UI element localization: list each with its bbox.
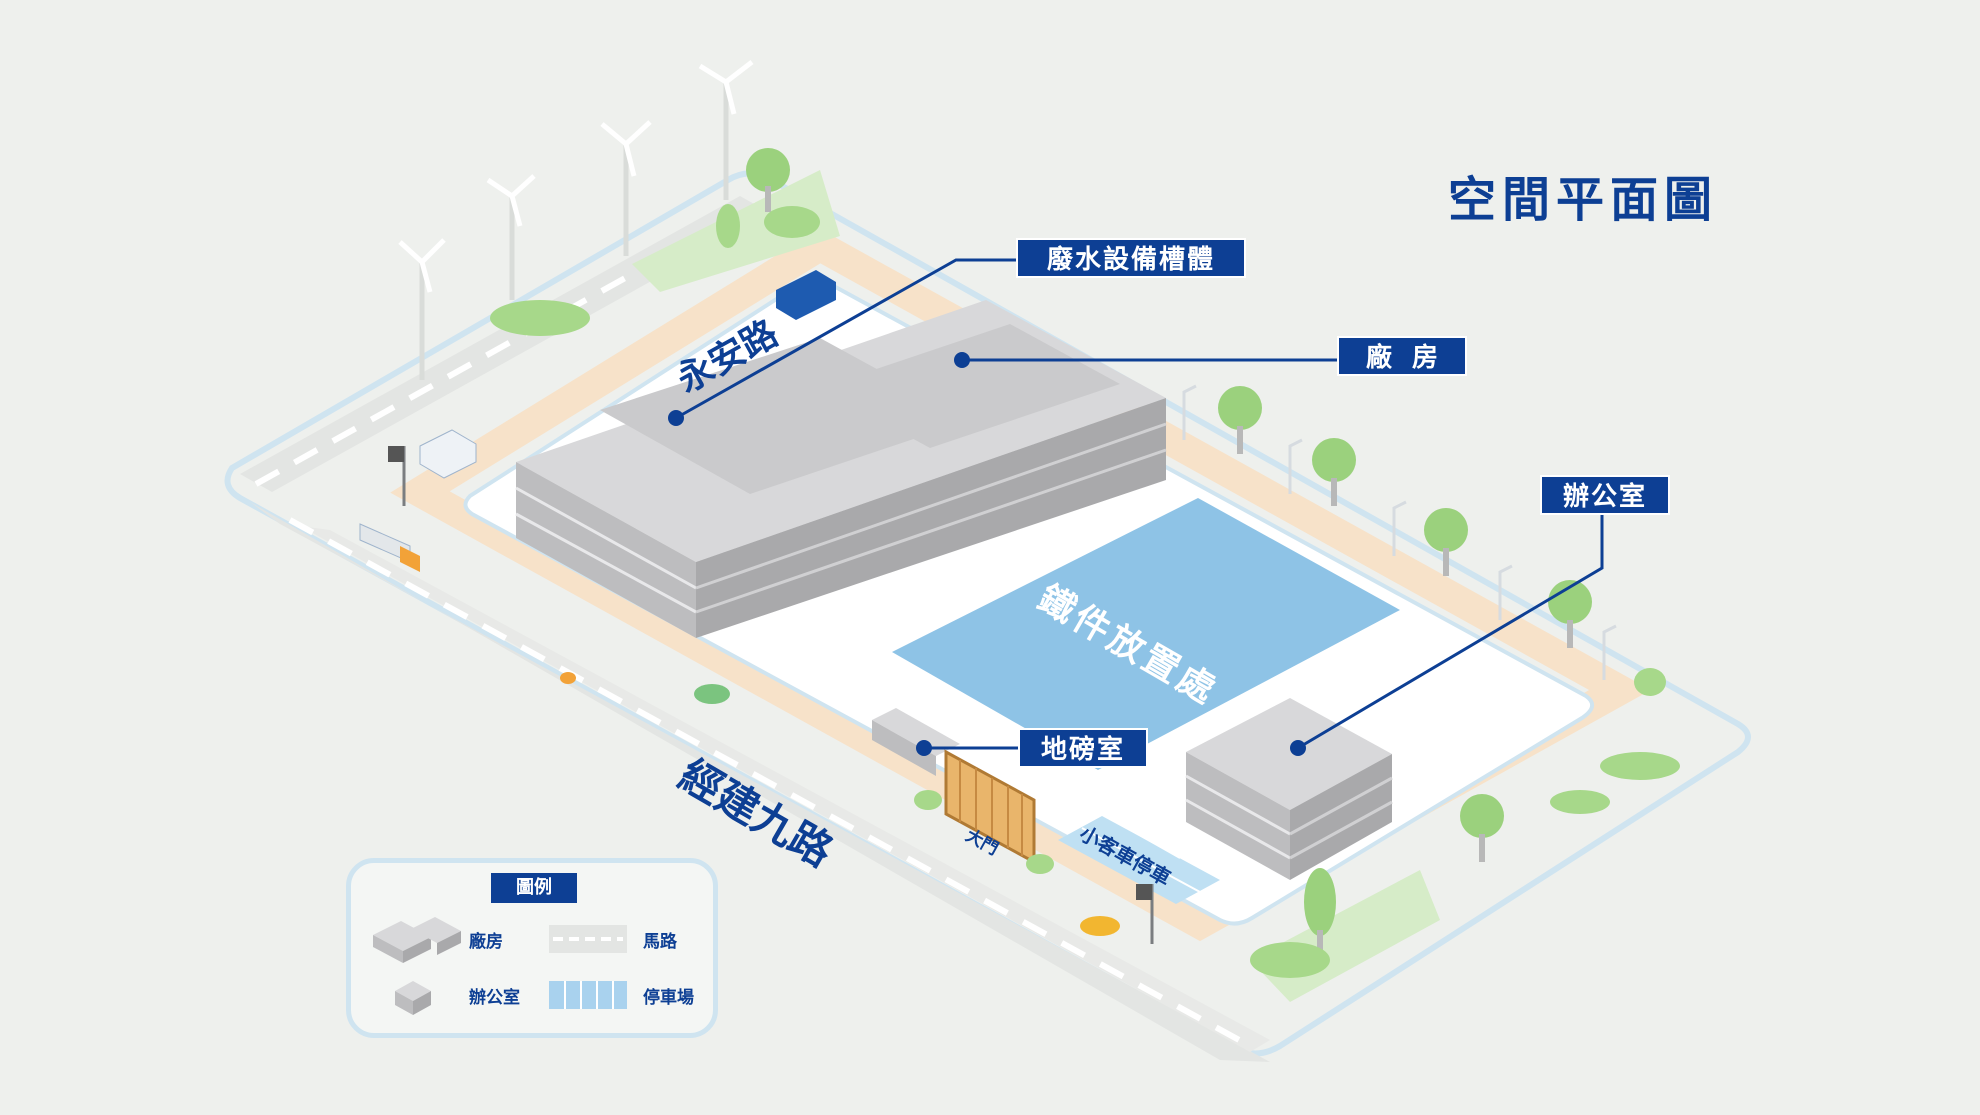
page-title: 空間平面圖 — [1448, 172, 1719, 228]
street-lamp-icon — [1182, 384, 1617, 680]
parking-lot-icon — [549, 981, 627, 1009]
callout-factory: 廠房 — [1337, 336, 1467, 376]
office-building-icon — [395, 981, 431, 1015]
callout-lines — [675, 258, 1604, 750]
legend: 圖例 廠房 馬路 辦公室 — [346, 858, 718, 1038]
legend-label-office: 辦公室 — [469, 988, 520, 1008]
legend-swatches — [373, 917, 627, 1015]
callout-dots — [668, 352, 1306, 756]
legend-label-road: 馬路 — [643, 932, 677, 952]
office-building — [1185, 698, 1393, 880]
parking-lot — [1058, 815, 1220, 904]
factory-building — [515, 300, 1167, 638]
wind-turbine-icon — [398, 60, 754, 380]
legend-label-parking: 停車場 — [643, 988, 694, 1008]
legend-label-factory: 廠房 — [469, 932, 503, 952]
traffic-light-icon — [388, 446, 1154, 944]
factory-building-icon — [373, 917, 461, 963]
sidewalk — [390, 228, 1651, 942]
bush-icon — [490, 204, 1680, 978]
tree-icon — [746, 148, 1592, 952]
vehicle-icon — [359, 270, 1120, 936]
legend-title: 圖例 — [491, 873, 577, 903]
road-jingjian-stripe — [288, 517, 1252, 1049]
weighbridge-building — [872, 708, 960, 776]
yard — [892, 498, 1400, 770]
road-icon — [549, 925, 627, 953]
callout-office: 辦公室 — [1540, 475, 1670, 515]
callout-wastewater-tank: 廢水設備槽體 — [1016, 238, 1246, 278]
callout-weighbridge: 地磅室 — [1018, 728, 1148, 768]
